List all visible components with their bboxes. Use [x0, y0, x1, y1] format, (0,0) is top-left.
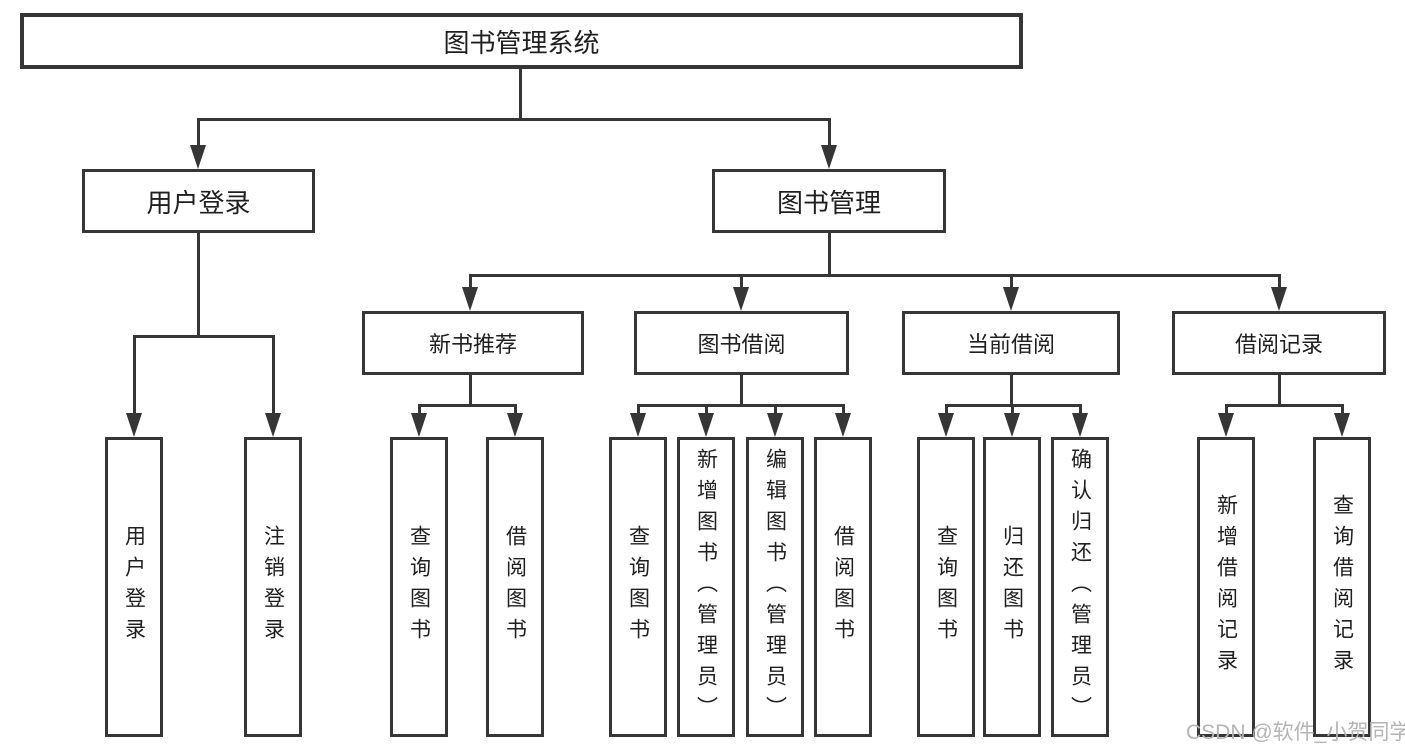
- node-current-borrow: 当前借阅: [902, 311, 1120, 375]
- connector-new-books-stub: [469, 375, 472, 406]
- leaf-label: 查询借阅记录: [1330, 494, 1354, 680]
- connector-borrow-records-rail: [1225, 404, 1343, 407]
- node-label: 用户登录: [146, 187, 251, 218]
- csdn-watermark: CSDN @软件_小贺同学: [1186, 721, 1405, 744]
- arrowhead-to-user-login: [190, 145, 206, 169]
- leaf-label: 确认归还（管理员）: [1068, 447, 1092, 727]
- node-label: 图书管理系统: [443, 27, 600, 58]
- node-label: 借阅记录: [1234, 332, 1323, 357]
- arrowhead-to-br-query: [1334, 413, 1350, 437]
- arrowhead-to-nb-borrow: [507, 413, 523, 437]
- connector-to-book-management: [828, 118, 831, 148]
- arrowhead-to-cb-query: [938, 413, 954, 437]
- arrowhead-to-bb-edit: [767, 413, 783, 437]
- connector-to-bb-query: [637, 404, 640, 416]
- node-book-borrow: 图书借阅: [634, 311, 849, 375]
- connector-to-borrow-records: [1278, 274, 1281, 290]
- node-user-login: 用户登录: [82, 169, 315, 233]
- connector-user-login-stub: [197, 233, 200, 337]
- connector-borrow-records-stub: [1278, 375, 1281, 406]
- leaf-current-return-books: 归还图书: [983, 437, 1041, 737]
- arrowhead-to-borrow-records: [1271, 287, 1287, 311]
- leaf-newbooks-borrow-books: 借阅图书: [486, 437, 544, 737]
- connector-level2-rail: [197, 118, 831, 121]
- connector-book-borrow-stub: [740, 375, 743, 406]
- connector-current-borrow-stub: [1010, 375, 1013, 406]
- node-book-management-system: 图书管理系统: [20, 13, 1023, 69]
- connector-to-cb-query: [945, 404, 948, 416]
- connector-to-bb-add: [705, 404, 708, 416]
- node-label: 图书借阅: [697, 332, 786, 357]
- arrowhead-to-book-borrow: [733, 287, 749, 311]
- arrowhead-to-leaf-user-login: [126, 413, 142, 437]
- connector-to-br-add: [1225, 404, 1228, 416]
- connector-to-current-borrow: [1010, 274, 1013, 290]
- node-label: 当前借阅: [966, 332, 1055, 357]
- node-label: 新书推荐: [428, 332, 517, 357]
- connector-to-bb-edit: [774, 404, 777, 416]
- arrowhead-to-current-borrow: [1003, 287, 1019, 311]
- connector-book-borrow-rail: [637, 404, 844, 407]
- leaf-label: 查询图书: [407, 525, 431, 649]
- leaf-label: 查询图书: [934, 525, 958, 649]
- leaf-label: 新增借阅记录: [1214, 494, 1238, 680]
- connector-to-bb-borrow: [842, 404, 845, 416]
- node-book-management: 图书管理: [712, 169, 946, 233]
- arrowhead-to-leaf-logout: [265, 413, 281, 437]
- connector-to-nb-query: [418, 404, 421, 416]
- arrowhead-to-bb-query: [630, 413, 646, 437]
- connector-new-books-rail: [418, 404, 516, 407]
- connector-level3-rail: [469, 274, 1280, 277]
- node-label: 图书管理: [776, 187, 881, 218]
- arrowhead-to-book-management: [821, 145, 837, 169]
- leaf-current-confirm-return-admin: 确认归还（管理员）: [1051, 437, 1109, 737]
- leaf-label: 借阅图书: [503, 525, 527, 649]
- leaf-borrow-add-books-admin: 新增图书（管理员）: [677, 437, 735, 737]
- leaf-label: 用户登录: [122, 525, 146, 649]
- connector-root-stub: [519, 69, 522, 121]
- leaf-label: 注销登录: [261, 525, 285, 649]
- arrowhead-to-new-books: [462, 287, 478, 311]
- leaf-label: 新增图书（管理员）: [694, 447, 718, 727]
- connector-user-login-rail: [133, 335, 274, 338]
- arrowhead-to-cb-return: [1004, 413, 1020, 437]
- leaf-label: 查询图书: [626, 525, 650, 649]
- leaf-current-query-books: 查询图书: [917, 437, 975, 737]
- connector-to-leaf-logout: [272, 335, 275, 415]
- arrowhead-to-bb-add: [698, 413, 714, 437]
- arrowhead-to-br-add: [1218, 413, 1234, 437]
- connector-to-leaf-user-login: [133, 335, 136, 415]
- leaf-label: 归还图书: [1000, 525, 1024, 649]
- node-borrow-records: 借阅记录: [1172, 311, 1386, 375]
- connector-to-cb-return: [1011, 404, 1014, 416]
- connector-to-user-login: [197, 118, 200, 148]
- connector-to-cb-confirm: [1079, 404, 1082, 416]
- leaf-newbooks-query-books: 查询图书: [390, 437, 448, 737]
- leaf-label: 借阅图书: [831, 525, 855, 649]
- arrowhead-to-bb-borrow: [835, 413, 851, 437]
- arrowhead-to-nb-query: [411, 413, 427, 437]
- arrowhead-to-cb-confirm: [1072, 413, 1088, 437]
- leaf-label: 编辑图书（管理员）: [763, 447, 787, 727]
- connector-to-br-query: [1341, 404, 1344, 416]
- leaf-records-add-record: 新增借阅记录: [1197, 437, 1255, 737]
- leaf-logout: 注销登录: [244, 437, 302, 737]
- leaf-user-login: 用户登录: [105, 437, 163, 737]
- node-new-book-recommend: 新书推荐: [362, 311, 584, 375]
- connector-to-nb-borrow: [514, 404, 517, 416]
- connector-to-new-books: [469, 274, 472, 290]
- leaf-borrow-edit-books-admin: 编辑图书（管理员）: [746, 437, 804, 737]
- leaf-borrow-borrow-books: 借阅图书: [814, 437, 872, 737]
- connector-to-book-borrow: [740, 274, 743, 290]
- leaf-records-query-record: 查询借阅记录: [1313, 437, 1371, 737]
- leaf-borrow-query-books: 查询图书: [609, 437, 667, 737]
- connector-book-management-stub: [828, 233, 831, 276]
